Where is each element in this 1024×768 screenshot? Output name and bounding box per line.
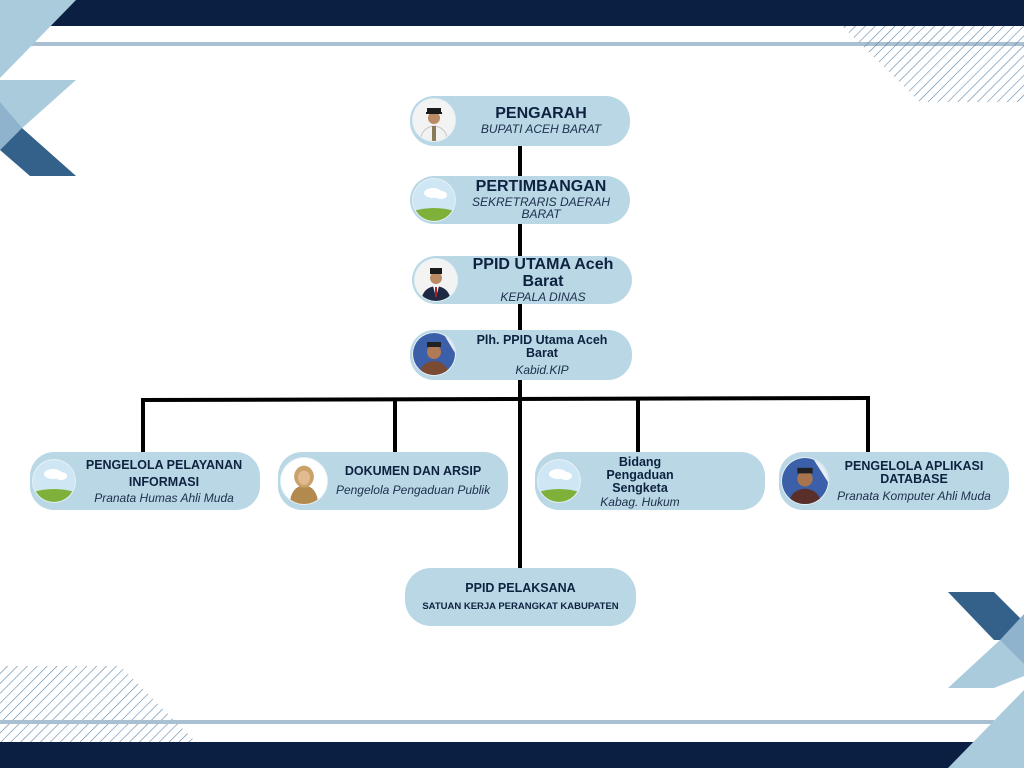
node-subtitle: SEKRETRARIS DAERAH BARAT xyxy=(471,194,611,222)
top-left-stripe xyxy=(0,0,76,78)
avatar-staff-photo-hijab xyxy=(281,458,327,504)
node-subtitle: Pengelola Pengaduan Publik xyxy=(335,483,491,498)
node-title: PERTIMBANGAN xyxy=(475,178,607,195)
node-dokumen-arsip: DOKUMEN DAN ARSIP Pengelola Pengaduan Pu… xyxy=(278,452,508,510)
bottom-rule xyxy=(0,720,994,724)
node-pertimbangan-text: PERTIMBANGAN SEKRETRARIS DAERAH BARAT xyxy=(460,176,622,224)
node-subtitle: Pranata Komputer Ahli Muda xyxy=(837,488,991,503)
avatar-placeholder-landscape xyxy=(33,460,75,502)
top-rule xyxy=(30,42,1024,46)
node-title: PENGELOLA PELAYANAN INFORMASI xyxy=(85,458,243,489)
node-ppid-utama-text: PPID UTAMA Aceh Barat KEPALA DINAS xyxy=(462,256,624,304)
node-pengarah-text: PENGARAH BUPATI ACEH BARAT xyxy=(460,96,622,146)
bottom-right-stripe xyxy=(948,690,1024,768)
node-ppid-utama: PPID UTAMA Aceh Barat KEPALA DINAS xyxy=(412,256,632,304)
node-subtitle: Kabid.KIP xyxy=(515,362,569,377)
avatar-placeholder-landscape xyxy=(538,460,580,502)
node-ppid-pelaksana-text: PPID PELAKSANA SATUAN KERJA PERANGKAT KA… xyxy=(409,568,632,626)
node-pertimbangan: PERTIMBANGAN SEKRETRARIS DAERAH BARAT xyxy=(410,176,630,224)
avatar-official-photo xyxy=(413,99,455,141)
left-chevron-shape xyxy=(0,80,76,176)
node-bidang-pengaduan: Bidang Pengaduan Sengketa Kabag. Hukum xyxy=(535,452,765,510)
connector-horizontal-bar xyxy=(140,395,871,403)
node-bidang-pengaduan-text: Bidang Pengaduan Sengketa Kabag. Hukum xyxy=(585,452,695,510)
node-pengarah: PENGARAH BUPATI ACEH BARAT xyxy=(410,96,630,146)
node-subtitle: KEPALA DINAS xyxy=(500,289,586,304)
node-subtitle: BUPATI ACEH BARAT xyxy=(480,122,602,137)
node-subtitle: SATUAN KERJA PERANGKAT KABUPATEN xyxy=(422,600,619,612)
avatar-staff-photo xyxy=(413,333,455,375)
avatar-official-photo xyxy=(415,259,457,301)
node-title: PPID UTAMA Aceh Barat xyxy=(472,255,614,290)
top-right-hatch xyxy=(842,26,1024,102)
bottom-band xyxy=(0,742,1024,768)
node-subtitle: Kabag. Hukum xyxy=(600,495,680,510)
avatar-placeholder-landscape xyxy=(413,179,455,221)
node-title: PENGARAH xyxy=(495,105,587,123)
node-ppid-pelaksana: PPID PELAKSANA SATUAN KERJA PERANGKAT KA… xyxy=(405,568,636,626)
node-plh-ppid: Plh. PPID Utama Aceh Barat Kabid.KIP xyxy=(410,330,632,380)
node-plh-ppid-text: Plh. PPID Utama Aceh Barat Kabid.KIP xyxy=(460,332,624,377)
node-title: Bidang Pengaduan Sengketa xyxy=(606,455,674,496)
node-dokumen-arsip-text: DOKUMEN DAN ARSIP Pengelola Pengaduan Pu… xyxy=(324,452,502,510)
avatar-staff-photo xyxy=(782,458,828,504)
right-chevron-shape xyxy=(948,592,1024,688)
node-title: PENGELOLA APLIKASI DATABASE xyxy=(844,458,984,486)
node-pengelola-aplikasi-text: PENGELOLA APLIKASI DATABASE Pranata Komp… xyxy=(825,452,1003,510)
node-pengelola-pelayanan-text: PENGELOLA PELAYANAN INFORMASI Pranata Hu… xyxy=(74,452,254,510)
node-title: Plh. PPID Utama Aceh Barat xyxy=(476,332,608,360)
node-title: DOKUMEN DAN ARSIP xyxy=(344,464,482,479)
node-pengelola-pelayanan: PENGELOLA PELAYANAN INFORMASI Pranata Hu… xyxy=(30,452,260,510)
node-subtitle: Pranata Humas Ahli Muda xyxy=(94,490,234,505)
node-title: PPID PELAKSANA xyxy=(465,581,576,596)
top-band xyxy=(0,0,1024,26)
node-pengelola-aplikasi: PENGELOLA APLIKASI DATABASE Pranata Komp… xyxy=(779,452,1009,510)
